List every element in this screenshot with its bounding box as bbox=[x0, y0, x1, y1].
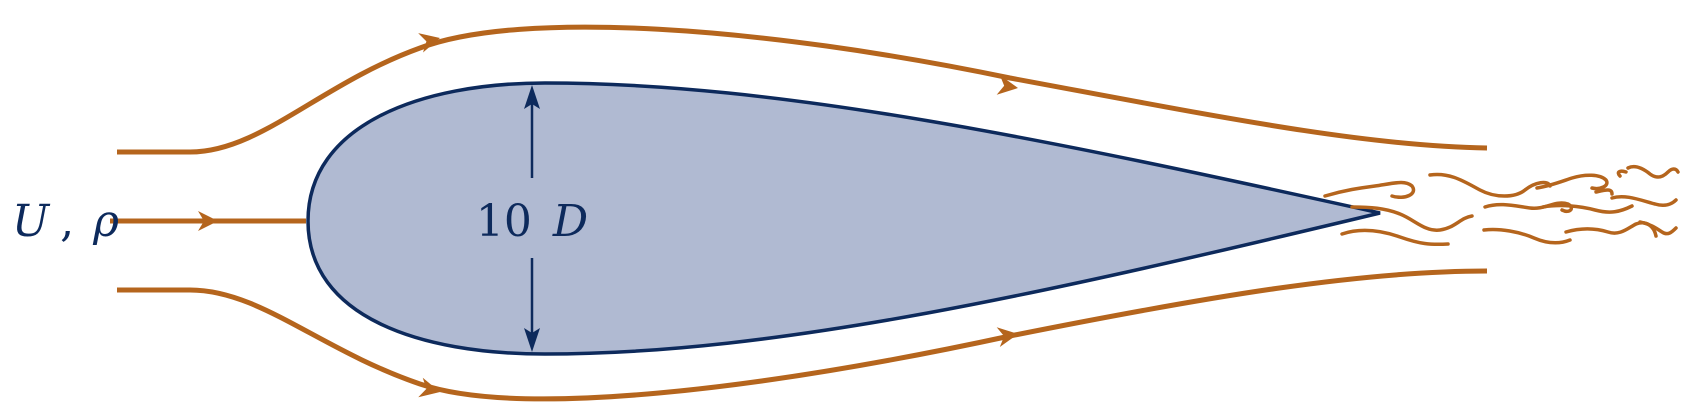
velocity-symbol: U bbox=[12, 196, 51, 247]
dimension-value: 10 bbox=[476, 196, 532, 247]
freestream-label: U , ρ bbox=[12, 196, 119, 247]
arrowhead-icon bbox=[996, 74, 1018, 95]
arrowhead-icon bbox=[418, 377, 440, 398]
dimension-symbol: D bbox=[552, 196, 588, 247]
double-arrow-icon bbox=[524, 85, 540, 352]
lower-streamline bbox=[117, 268, 1488, 402]
arrowhead-icon bbox=[198, 33, 1018, 398]
arrowhead-icon bbox=[418, 33, 440, 53]
dimension-arrowhead-top bbox=[524, 85, 540, 109]
dimension-arrowhead-bottom bbox=[524, 328, 540, 352]
turbulent-wake bbox=[1323, 164, 1680, 247]
label-separator: , bbox=[60, 196, 74, 247]
density-symbol: ρ bbox=[92, 196, 119, 247]
arrowhead-icon bbox=[996, 327, 1018, 348]
arrowhead-icon bbox=[198, 211, 218, 231]
upper-streamline bbox=[117, 24, 1488, 155]
dimension-label: 10 D bbox=[476, 196, 588, 247]
streamlined-body bbox=[306, 81, 1381, 356]
